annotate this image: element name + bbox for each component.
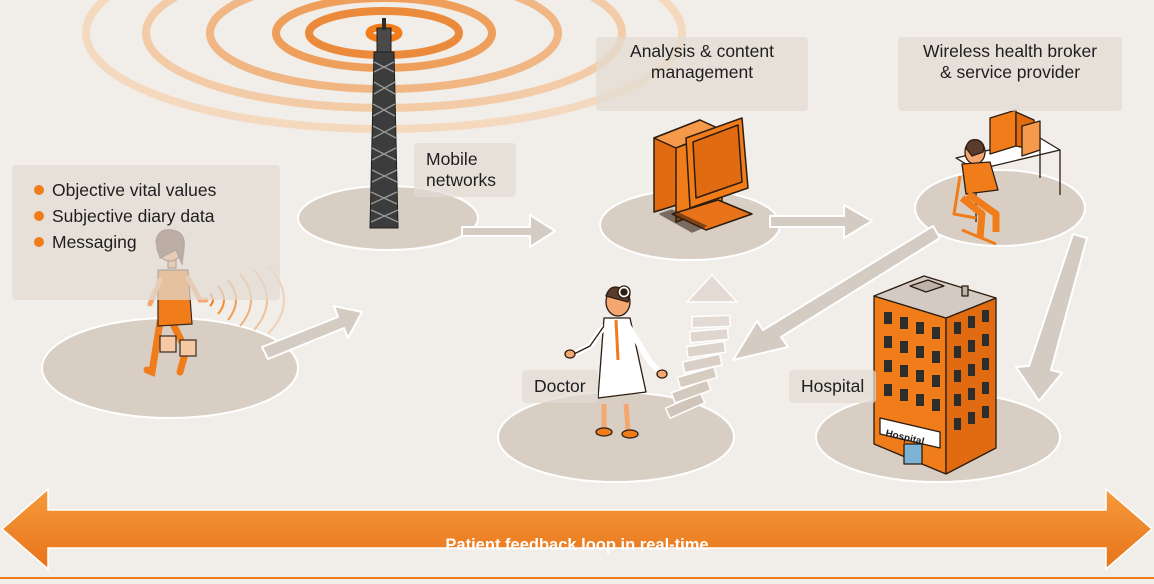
arrow-tower-to-analysis [461, 214, 556, 248]
feedback-loop-label: Patient feedback loop in real-time [445, 536, 709, 554]
patient-platform [41, 317, 299, 419]
arrow-analysis-to-broker [769, 204, 873, 239]
analysis-line-1: Analysis & content [630, 41, 774, 61]
list-item: Messaging [34, 229, 280, 255]
doctor-icon [564, 285, 668, 439]
analysis-label: Analysis & content management [596, 37, 808, 111]
arrow-broker-to-hospital [1015, 233, 1088, 402]
feedback-steps-arrow [664, 273, 739, 420]
mobile-networks-line-2: networks [426, 170, 497, 190]
computer-workstation-icon [653, 117, 753, 233]
hospital-windows [884, 310, 989, 430]
arrow-patient-to-tower [261, 305, 363, 360]
list-item: Objective vital values [34, 177, 280, 203]
broker-label: Wireless health broker & service provide… [898, 37, 1122, 111]
broker-line-2: & service provider [939, 62, 1081, 82]
doctor-label: Doctor [522, 370, 598, 403]
hospital-label: Hospital [789, 370, 877, 403]
feedback-loop-arrow [0, 487, 1154, 571]
broker-line-1: Wireless health broker [922, 41, 1098, 61]
bottom-rule [0, 577, 1154, 579]
hospital-label-text: Hospital [801, 376, 865, 396]
flow-arrows [261, 204, 1088, 402]
data-types-panel: Objective vital values Subjective diary … [12, 165, 280, 300]
mobile-networks-line-1: Mobile [426, 149, 478, 169]
list-item: Subjective diary data [34, 203, 280, 229]
analysis-line-2: management [650, 62, 754, 82]
cell-tower-icon [369, 18, 399, 229]
person-at-desk-icon [952, 109, 1061, 246]
data-types-list: Objective vital values Subjective diary … [12, 165, 280, 255]
arrow-broker-to-doctor [732, 225, 941, 361]
mobile-networks-label: Mobile networks [414, 143, 516, 197]
hospital-building-icon: Hospital [873, 275, 997, 475]
doctor-label-text: Doctor [534, 376, 586, 396]
